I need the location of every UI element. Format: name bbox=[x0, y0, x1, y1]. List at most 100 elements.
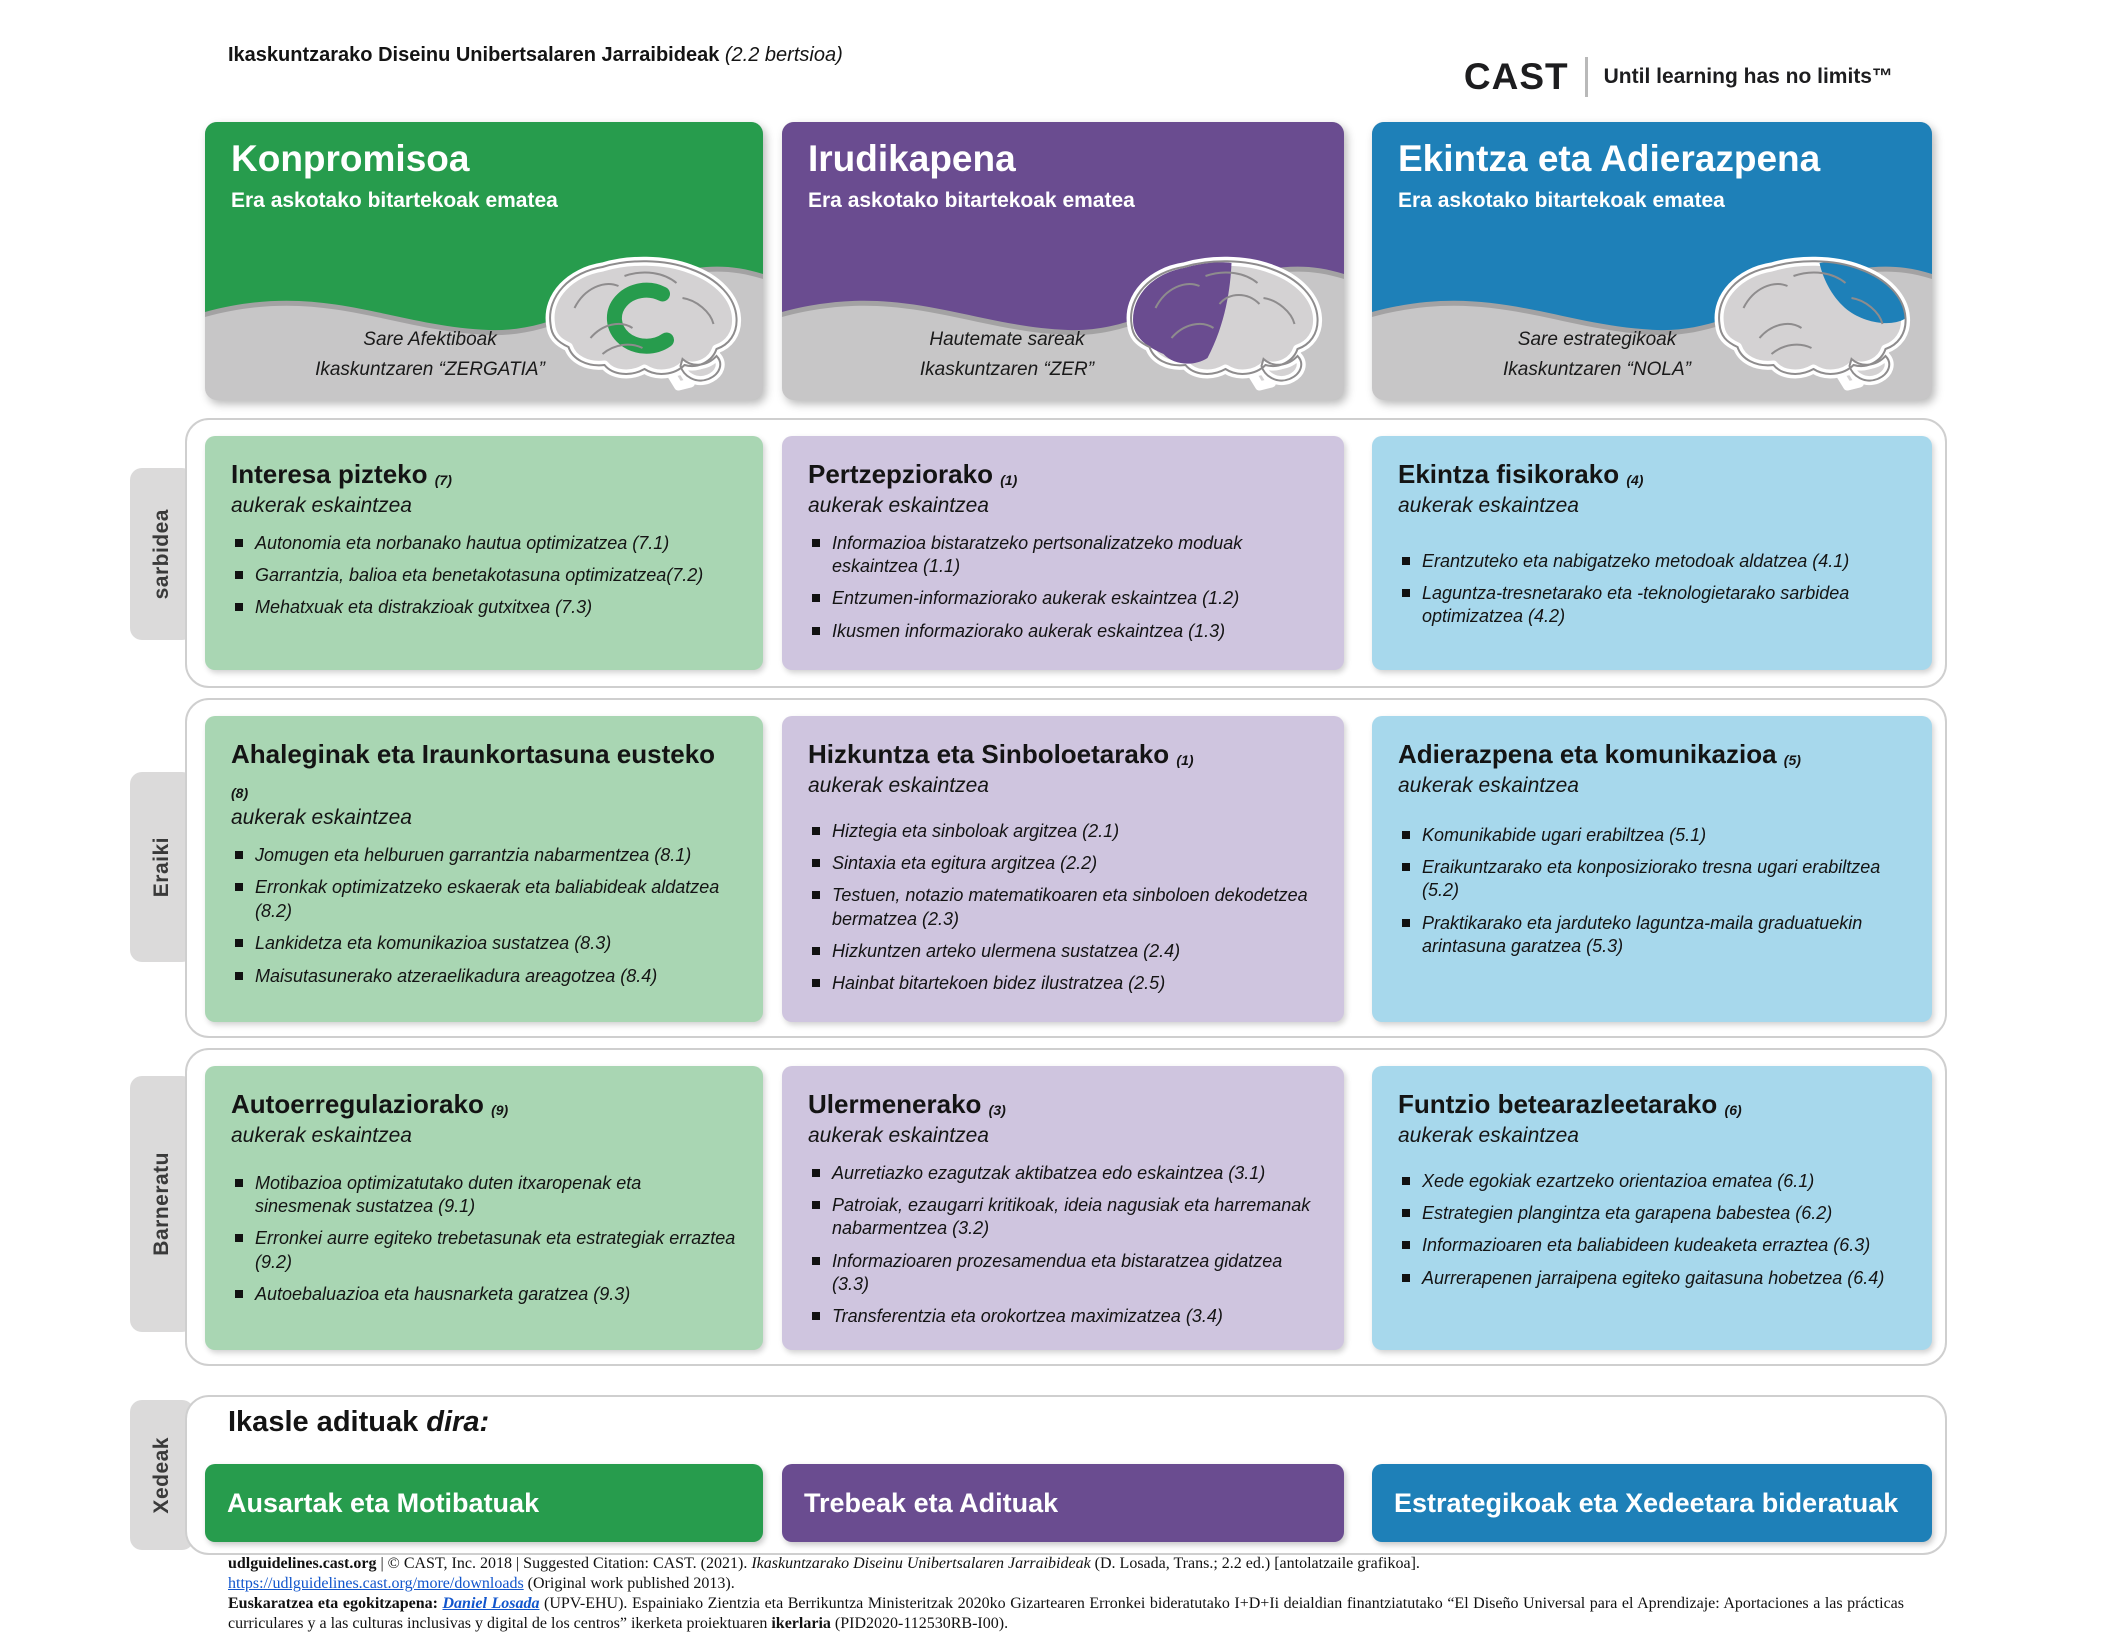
row-tab-internalize: Barneratu bbox=[130, 1076, 194, 1332]
card-subtitle: aukerak eskaintzea bbox=[808, 493, 989, 517]
checkpoint-list: Xede egokiak ezartzeko orientazioa emate… bbox=[1398, 1170, 1906, 1291]
row-tab-label: Barneratu bbox=[150, 1152, 173, 1256]
translator-link[interactable]: Daniel Losada bbox=[442, 1595, 540, 1612]
checkpoint-item: Sintaxia eta egitura argitzea (2.2) bbox=[808, 852, 1318, 875]
checkpoint-list: Komunikabide ugari erabiltzea (5.1) Erai… bbox=[1398, 824, 1906, 959]
column-title: Irudikapena bbox=[808, 138, 1016, 179]
strategic-networks-caption: Sare estrategikoak Ikaskuntzaren “NOLA” bbox=[1432, 325, 1762, 384]
goal-action-button[interactable]: Estrategikoak eta Xedeetara bideratuak bbox=[1372, 1464, 1932, 1542]
column-title: Ekintza eta Adierazpena bbox=[1398, 138, 1821, 179]
card-action-access: Ekintza fisikorako (4) aukerak eskaintze… bbox=[1372, 436, 1932, 670]
card-title: Interesa pizteko (7) bbox=[231, 459, 452, 489]
checkpoint-item: Eraikuntzarako eta konposiziorako tresna… bbox=[1398, 856, 1906, 903]
card-representation-build: Hizkuntza eta Sinboloetarako (1) aukerak… bbox=[782, 716, 1344, 1022]
checkpoint-item: Maisutasunerako atzeraelikadura areagotz… bbox=[231, 965, 737, 988]
checkpoint-item: Erronkei aurre egiteko trebetasunak eta … bbox=[231, 1227, 737, 1274]
card-subtitle: aukerak eskaintzea bbox=[1398, 493, 1579, 517]
checkpoint-item: Informazioa bistaratzeko pertsonalizatze… bbox=[808, 532, 1318, 579]
checkpoint-item: Estrategien plangintza eta garapena babe… bbox=[1398, 1202, 1906, 1225]
checkpoint-list: Jomugen eta helburuen garrantzia nabarme… bbox=[231, 844, 737, 988]
column-header-engagement: Konpromisoa Era askotako bitartekoak ema… bbox=[205, 122, 763, 400]
expert-learners-heading: Ikasle adituak dira: bbox=[228, 1406, 489, 1439]
cast-wordmark: CAST bbox=[1463, 56, 1569, 97]
footer: udlguidelines.cast.org | © CAST, Inc. 20… bbox=[228, 1554, 1904, 1632]
checkpoint-item: Xede egokiak ezartzeko orientazioa emate… bbox=[1398, 1170, 1906, 1193]
footer-citation: udlguidelines.cast.org | © CAST, Inc. 20… bbox=[228, 1555, 1420, 1592]
logo-divider bbox=[1584, 57, 1588, 97]
checkpoint-item: Ikusmen informaziorako aukerak eskaintze… bbox=[808, 620, 1318, 643]
downloads-link[interactable]: https://udlguidelines.cast.org/more/down… bbox=[228, 1575, 524, 1592]
card-subtitle: aukerak eskaintzea bbox=[808, 1123, 989, 1147]
row-tab-build: Eraiki bbox=[130, 772, 194, 962]
network-name: Hautemate sareak bbox=[929, 329, 1085, 351]
guideline-number: (6) bbox=[1724, 1102, 1742, 1118]
recognition-networks-caption: Hautemate sareak Ikaskuntzaren “ZER” bbox=[842, 325, 1172, 384]
checkpoint-item: Autonomia eta norbanako hautua optimizat… bbox=[231, 532, 737, 555]
row-tab-label: sarbidea bbox=[150, 508, 173, 600]
page-title: Ikaskuntzarako Diseinu Unibertsalaren Ja… bbox=[228, 44, 843, 67]
guideline-number: (8) bbox=[231, 784, 249, 801]
column-title: Konpromisoa bbox=[231, 138, 470, 179]
cast-tagline: Until learning has no limits™ bbox=[1603, 65, 1893, 88]
row-tab-label: Xedeak bbox=[150, 1436, 173, 1514]
column-subtitle: Era askotako bitartekoak ematea bbox=[808, 188, 1135, 212]
checkpoint-list: Aurretiazko ezagutzak aktibatzea edo esk… bbox=[808, 1162, 1318, 1329]
network-name: Sare estrategikoak bbox=[1517, 329, 1677, 351]
checkpoint-item: Aurrerapenen jarraipena egiteko gaitasun… bbox=[1398, 1267, 1906, 1290]
card-title: Adierazpena eta komunikazioa (5) bbox=[1398, 739, 1801, 769]
brain-strategic-networks-icon bbox=[1714, 256, 1911, 391]
column-header-action-expression: Ekintza eta Adierazpena Era askotako bit… bbox=[1372, 122, 1932, 400]
guideline-number: (1) bbox=[1176, 752, 1194, 768]
affective-networks-caption: Sare Afektiboak Ikaskuntzaren “ZERGATIA” bbox=[265, 325, 595, 384]
column-subtitle: Era askotako bitartekoak ematea bbox=[1398, 188, 1725, 212]
checkpoint-item: Mehatxuak eta distrakzioak gutxitxea (7.… bbox=[231, 596, 737, 619]
card-title: Ekintza fisikorako (4) bbox=[1398, 459, 1644, 489]
guideline-number: (7) bbox=[434, 472, 452, 488]
checkpoint-item: Patroiak, ezaugarri kritikoak, ideia nag… bbox=[808, 1194, 1318, 1241]
checkpoint-list: Erantzuteko eta nabigatzeko metodoak ald… bbox=[1398, 550, 1906, 629]
column-header-representation: Irudikapena Era askotako bitartekoak ema… bbox=[782, 122, 1344, 400]
checkpoint-item: Informazioaren eta baliabideen kudeaketa… bbox=[1398, 1234, 1906, 1257]
column-subtitle: Era askotako bitartekoak ematea bbox=[231, 188, 558, 212]
checkpoint-item: Testuen, notazio matematikoaren eta sinb… bbox=[808, 884, 1318, 931]
row-tab-access: sarbidea bbox=[130, 468, 194, 640]
card-engagement-internalize: Autoerregulaziorako (9) aukerak eskaintz… bbox=[205, 1066, 763, 1350]
checkpoint-item: Entzumen-informaziorako aukerak eskaintz… bbox=[808, 587, 1318, 610]
checkpoint-item: Erronkak optimizatzeko eskaerak eta bali… bbox=[231, 876, 737, 923]
card-subtitle: aukerak eskaintzea bbox=[231, 1123, 412, 1147]
card-representation-internalize: Ulermenerako (3) aukerak eskaintzea Aurr… bbox=[782, 1066, 1344, 1350]
brain-affective-networks-icon bbox=[545, 256, 742, 391]
checkpoint-item: Laguntza-tresnetarako eta -teknologietar… bbox=[1398, 582, 1906, 629]
expert-learners-italic: dira: bbox=[426, 1406, 490, 1438]
card-subtitle: aukerak eskaintzea bbox=[1398, 1123, 1579, 1147]
card-title: Ahaleginak eta Iraunkortasuna eusteko (8… bbox=[231, 739, 716, 801]
checkpoint-list: Hiztegia eta sinboloak argitzea (2.1) Si… bbox=[808, 820, 1318, 996]
expert-learners-text: Ikasle adituak bbox=[228, 1406, 419, 1438]
guideline-number: (1) bbox=[1000, 472, 1018, 488]
row-tab-label: Eraiki bbox=[150, 836, 173, 898]
checkpoint-item: Komunikabide ugari erabiltzea (5.1) bbox=[1398, 824, 1906, 847]
checkpoint-item: Aurretiazko ezagutzak aktibatzea edo esk… bbox=[808, 1162, 1318, 1185]
network-question: Ikaskuntzaren “ZER” bbox=[919, 358, 1095, 380]
network-name: Sare Afektiboak bbox=[363, 329, 497, 351]
brain-recognition-networks-icon bbox=[1126, 256, 1323, 391]
checkpoint-item: Hainbat bitartekoen bidez ilustratzea (2… bbox=[808, 972, 1318, 995]
checkpoint-item: Praktikarako eta jarduteko laguntza-mail… bbox=[1398, 912, 1906, 959]
checkpoint-item: Erantzuteko eta nabigatzeko metodoak ald… bbox=[1398, 550, 1906, 573]
network-question: Ikaskuntzaren “NOLA” bbox=[1503, 358, 1691, 380]
goal-representation-button[interactable]: Trebeak eta Adituak bbox=[782, 1464, 1344, 1542]
page-title-text: Ikaskuntzarako Diseinu Unibertsalaren Ja… bbox=[228, 44, 720, 66]
card-title: Autoerregulaziorako (9) bbox=[231, 1089, 509, 1119]
goal-engagement-button[interactable]: Ausartak eta Motibatuak bbox=[205, 1464, 763, 1542]
card-subtitle: aukerak eskaintzea bbox=[808, 773, 989, 797]
checkpoint-item: Transferentzia eta orokortzea maximizatz… bbox=[808, 1305, 1318, 1328]
checkpoint-item: Autoebaluazioa eta hausnarketa garatzea … bbox=[231, 1283, 737, 1306]
network-question: Ikaskuntzaren “ZERGATIA” bbox=[315, 358, 545, 380]
checkpoint-item: Hiztegia eta sinboloak argitzea (2.1) bbox=[808, 820, 1318, 843]
card-engagement-build: Ahaleginak eta Iraunkortasuna eusteko (8… bbox=[205, 716, 763, 1022]
card-subtitle: aukerak eskaintzea bbox=[231, 493, 412, 517]
guideline-number: (4) bbox=[1626, 472, 1644, 488]
card-title: Hizkuntza eta Sinboloetarako (1) bbox=[808, 739, 1194, 769]
card-title: Ulermenerako (3) bbox=[808, 1089, 1006, 1119]
